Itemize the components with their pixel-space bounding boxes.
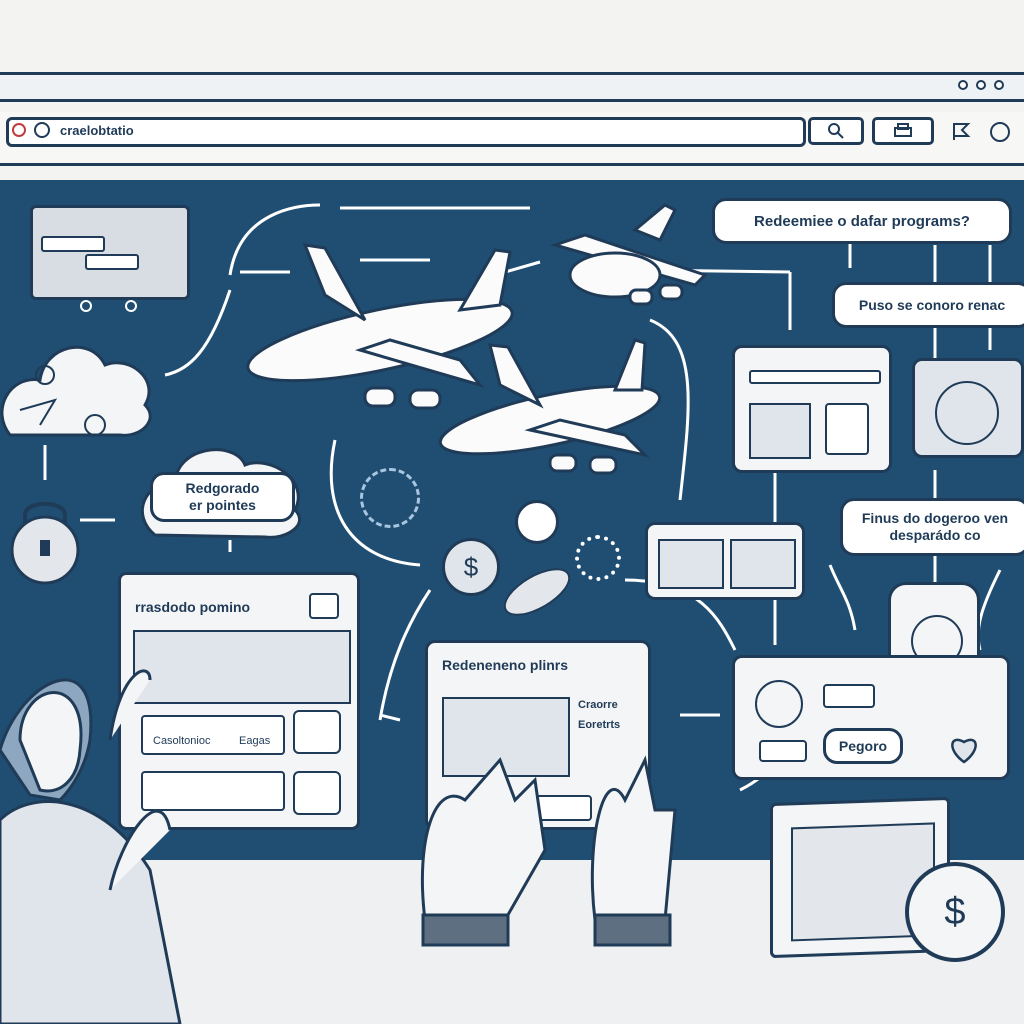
redeem-title: Redeneneno plinrs	[442, 657, 569, 673]
padlock-icon	[10, 501, 80, 585]
mail-panel	[732, 345, 892, 473]
gear-icon	[575, 535, 621, 581]
window-controls	[958, 80, 1004, 90]
globe-icon	[360, 468, 420, 528]
airplane-icon	[549, 203, 708, 306]
row-label: Casoltonioc	[153, 735, 211, 747]
cloud-icon	[0, 345, 152, 437]
left-monitor: rrasdodo pomino Casoltonioc Eagas	[118, 572, 360, 830]
airplane-icon	[246, 243, 514, 410]
minimize-icon[interactable]	[958, 80, 968, 90]
reward-row[interactable]	[133, 630, 351, 704]
pay-button[interactable]: Pegoro	[823, 728, 903, 764]
mail-field	[749, 370, 881, 384]
url-text: craelobtatio	[60, 123, 134, 138]
window-title-bar	[0, 72, 1024, 102]
refresh-button[interactable]	[309, 593, 339, 619]
checkout-chip[interactable]	[759, 740, 807, 762]
maximize-icon[interactable]	[976, 80, 986, 90]
hands-illustration	[420, 755, 677, 947]
envelope-icon[interactable]	[658, 539, 724, 589]
badge-icon[interactable]	[293, 710, 341, 754]
envelope-icon	[749, 403, 811, 459]
lock-icon	[34, 122, 50, 138]
document-icon	[825, 403, 869, 455]
mini-laptop	[30, 205, 190, 300]
location-icon	[935, 381, 999, 445]
monitor-title: rrasdodo pomino	[135, 599, 251, 615]
mini-field	[41, 236, 105, 252]
side-label: Craorre	[578, 699, 618, 711]
person-illustration	[0, 669, 182, 1024]
tools-icon	[515, 500, 559, 544]
settings-icon[interactable]	[990, 122, 1010, 142]
badge-icon[interactable]	[293, 771, 341, 815]
reward-row[interactable]	[141, 771, 285, 811]
row-label: Eagas	[239, 735, 271, 747]
search-icon	[828, 123, 844, 139]
flag-icon	[953, 123, 971, 140]
heart-icon[interactable]	[945, 728, 983, 766]
checkout-chip[interactable]	[823, 684, 875, 708]
info-bubble: Puso se conoro renac	[832, 282, 1024, 328]
question-bubble: Redeemiee o dafar programs?	[712, 198, 1012, 244]
url-field[interactable]	[6, 117, 806, 147]
mini-field	[85, 254, 139, 270]
close-icon[interactable]	[994, 80, 1004, 90]
flag-button[interactable]	[950, 120, 972, 142]
reward-row[interactable]: Casoltonioc Eagas	[141, 715, 285, 755]
print-button[interactable]	[872, 117, 934, 145]
dollar-chat-icon: $	[442, 538, 500, 596]
search-button[interactable]	[808, 117, 864, 145]
points-cloud-text: Redgorado er pointes	[150, 472, 295, 522]
map-panel	[912, 358, 1024, 458]
mini-laptop-stand	[80, 300, 140, 312]
airplane-icon	[438, 338, 662, 475]
dollar-coin-icon: $	[905, 862, 1005, 962]
refresh-icon[interactable]	[755, 680, 803, 728]
site-icon	[12, 123, 26, 137]
checkout-panel: Pegoro	[732, 655, 1010, 780]
message-cards	[645, 522, 805, 600]
heart-envelope-icon[interactable]	[730, 539, 796, 589]
note-bubble: Finus do dogeroo ven desparádo co	[840, 498, 1024, 556]
print-icon	[894, 123, 912, 137]
side-label: Eoretrts	[578, 719, 621, 731]
flow-connectors	[43, 203, 1002, 792]
